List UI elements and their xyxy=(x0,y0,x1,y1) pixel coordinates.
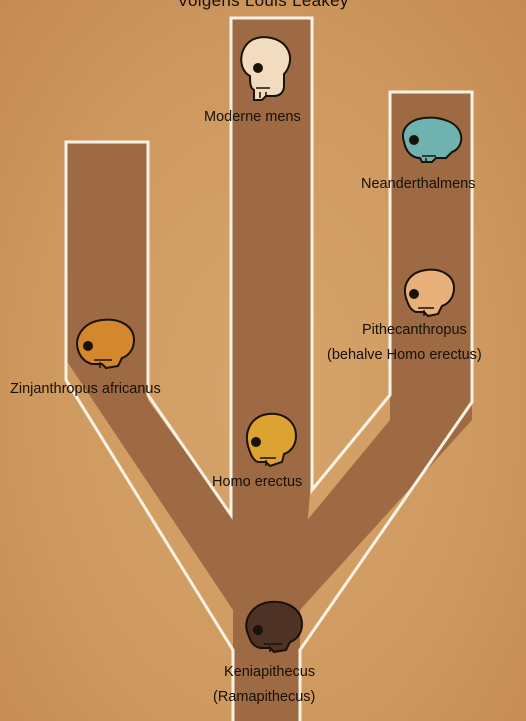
label-ramapithecus: (Ramapithecus) xyxy=(213,689,315,706)
label-homo-erectus: Homo erectus xyxy=(212,474,302,491)
zinjanthropus-skull-icon xyxy=(72,314,138,372)
keniapithecus-skull-icon xyxy=(240,594,306,656)
homo-erectus-skull-eye xyxy=(251,437,261,447)
modern-skull-shape xyxy=(241,37,290,100)
modern-human-skull-icon xyxy=(236,34,296,104)
label-keniapithecus: Keniapithecus xyxy=(224,664,315,681)
pithecanthropus-skull-eye xyxy=(409,289,419,299)
neanderthal-skull-icon xyxy=(396,112,466,168)
zinjanthropus-skull-eye xyxy=(83,341,93,351)
label-pithecanthropus: Pithecanthropus xyxy=(362,322,467,339)
label-neanderthalmens: Neanderthalmens xyxy=(361,176,475,193)
neanderthal-skull-eye xyxy=(409,135,419,145)
label-pithecanthropus-note: (behalve Homo erectus) xyxy=(327,347,482,364)
label-moderne-mens: Moderne mens xyxy=(204,109,301,126)
center-left-fill xyxy=(231,470,312,610)
label-zinjanthropus: Zinjanthropus africanus xyxy=(10,381,161,398)
modern-skull-eye xyxy=(253,63,263,73)
homo-erectus-skull-icon xyxy=(240,408,300,470)
pithecanthropus-skull-icon xyxy=(398,264,458,320)
keniapithecus-skull-eye xyxy=(253,625,263,635)
